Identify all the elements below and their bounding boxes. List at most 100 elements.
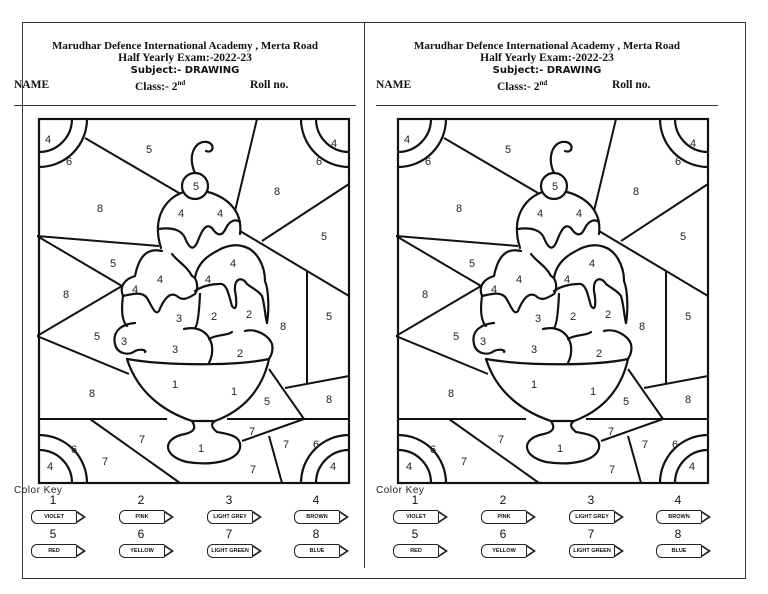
crayon-icon: PINK [119,510,177,524]
crayon-icon: RED [31,544,89,558]
sundae-outline [299,117,351,169]
region-line [241,418,305,442]
sundae-outline [121,252,199,314]
crayon-icon: BLUE [656,544,714,558]
sundae-outline [37,433,89,485]
crayon-icon: LIGHT GREEN [569,544,627,558]
sundae-outline [299,433,351,485]
region-line [261,183,350,242]
crayon-tip-inner [702,513,708,521]
region-number: 3 [531,344,537,356]
crayon-color-label: LIGHT GREY [207,510,253,524]
region-line [268,435,283,484]
region-number: 6 [66,156,72,168]
region-number: 8 [422,289,428,301]
region-number: 6 [425,156,431,168]
region-line [37,335,130,375]
region-number: 8 [89,388,95,400]
region-number: 7 [139,434,145,446]
sundae-outline [156,189,242,250]
crayon-tip-inner [77,513,83,521]
crayon-color-label: VIOLET [31,510,77,524]
color-key-number: 8 [674,527,682,541]
color-key-number: 4 [312,493,320,507]
region-number: 7 [642,439,648,451]
color-key-number: 5 [411,527,419,541]
region-line [443,137,539,194]
crayon-color-label: BROWN [294,510,340,524]
region-number: 4 [576,208,582,220]
crayon-icon: BROWN [656,510,714,524]
region-line [643,375,709,389]
region-number: 8 [280,321,286,333]
region-number: 4 [564,274,570,286]
color-key-number: 3 [225,493,233,507]
region-number: 8 [448,388,454,400]
region-number: 3 [172,344,178,356]
crayon-icon: PINK [481,510,539,524]
sundae-outline [37,117,89,169]
region-number: 8 [63,289,69,301]
region-number: 4 [690,138,696,150]
roll-number-label: Roll no. [250,79,289,91]
region-number: 8 [639,321,645,333]
crayon-color-label: BLUE [294,544,340,558]
roll-number-label: Roll no. [612,79,651,91]
region-line [84,137,180,194]
crayon-tip-inner [615,513,621,521]
region-number: 1 [590,386,596,398]
region-number: 1 [231,386,237,398]
crayon-tip-inner [77,547,83,555]
crayon-icon: RED [393,544,451,558]
region-number: 3 [176,313,182,325]
region-number: 2 [211,311,217,323]
region-number: 7 [608,426,614,438]
sundae-outline [541,292,573,365]
region-number: 5 [623,396,629,408]
sundae-outline [167,419,242,465]
region-line [268,368,305,420]
region-number: 6 [672,439,678,451]
sundae-outline [37,117,74,154]
region-number: 8 [274,186,280,198]
sundae-outline [37,448,74,485]
crayon-color-label: RED [393,544,439,558]
sundae-outline [157,219,242,249]
region-number: 5 [264,396,270,408]
crayon-tip-inner [165,547,171,555]
region-number: 8 [97,203,103,215]
region-number: 4 [689,461,695,473]
region-line [396,285,482,337]
region-number: 4 [537,208,543,220]
region-number: 4 [132,284,138,296]
region-number: 5 [326,311,332,323]
crayon-color-label: BLUE [656,544,702,558]
picture-frame [37,117,351,485]
crayon-icon: LIGHT GREY [569,510,627,524]
crayon-tip-inner [702,547,708,555]
crayon-color-label: VIOLET [393,510,439,524]
color-key-number: 1 [411,493,419,507]
crayon-tip-inner [165,513,171,521]
subject-label: Subject:- DRAWING [130,65,240,76]
region-line [396,235,519,247]
region-number: 4 [406,461,412,473]
color-key-number: 6 [137,527,145,541]
region-number: 1 [531,379,537,391]
sundae-outline [472,321,506,355]
class-label: Class:- 2nd [497,79,547,93]
color-key-number: 8 [312,527,320,541]
region-number: 1 [557,443,563,455]
sundae-outline [314,117,351,154]
region-number: 5 [453,331,459,343]
region-number: 4 [331,138,337,150]
sundae-outline [182,292,214,365]
class-suffix: nd [177,79,186,87]
region-number: 5 [321,231,327,243]
sundae-outline [207,329,274,361]
color-key-number: 6 [499,527,507,541]
sundae-outline [516,219,601,249]
region-number: 5 [193,181,199,193]
region-number: 5 [505,144,511,156]
